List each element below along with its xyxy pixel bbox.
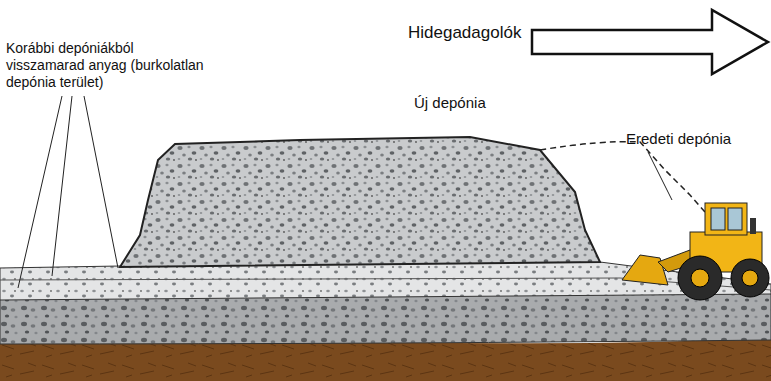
- flow-arrow: [532, 10, 768, 74]
- layer-callout: Korábbi depóniákból visszamarad anyag (b…: [6, 40, 211, 90]
- part-label: Eredeti depónia: [626, 130, 731, 148]
- part-label: Új depónia: [414, 94, 486, 112]
- wheel-loader: [622, 203, 769, 300]
- arrow-label: Hidegadagolók: [408, 23, 521, 43]
